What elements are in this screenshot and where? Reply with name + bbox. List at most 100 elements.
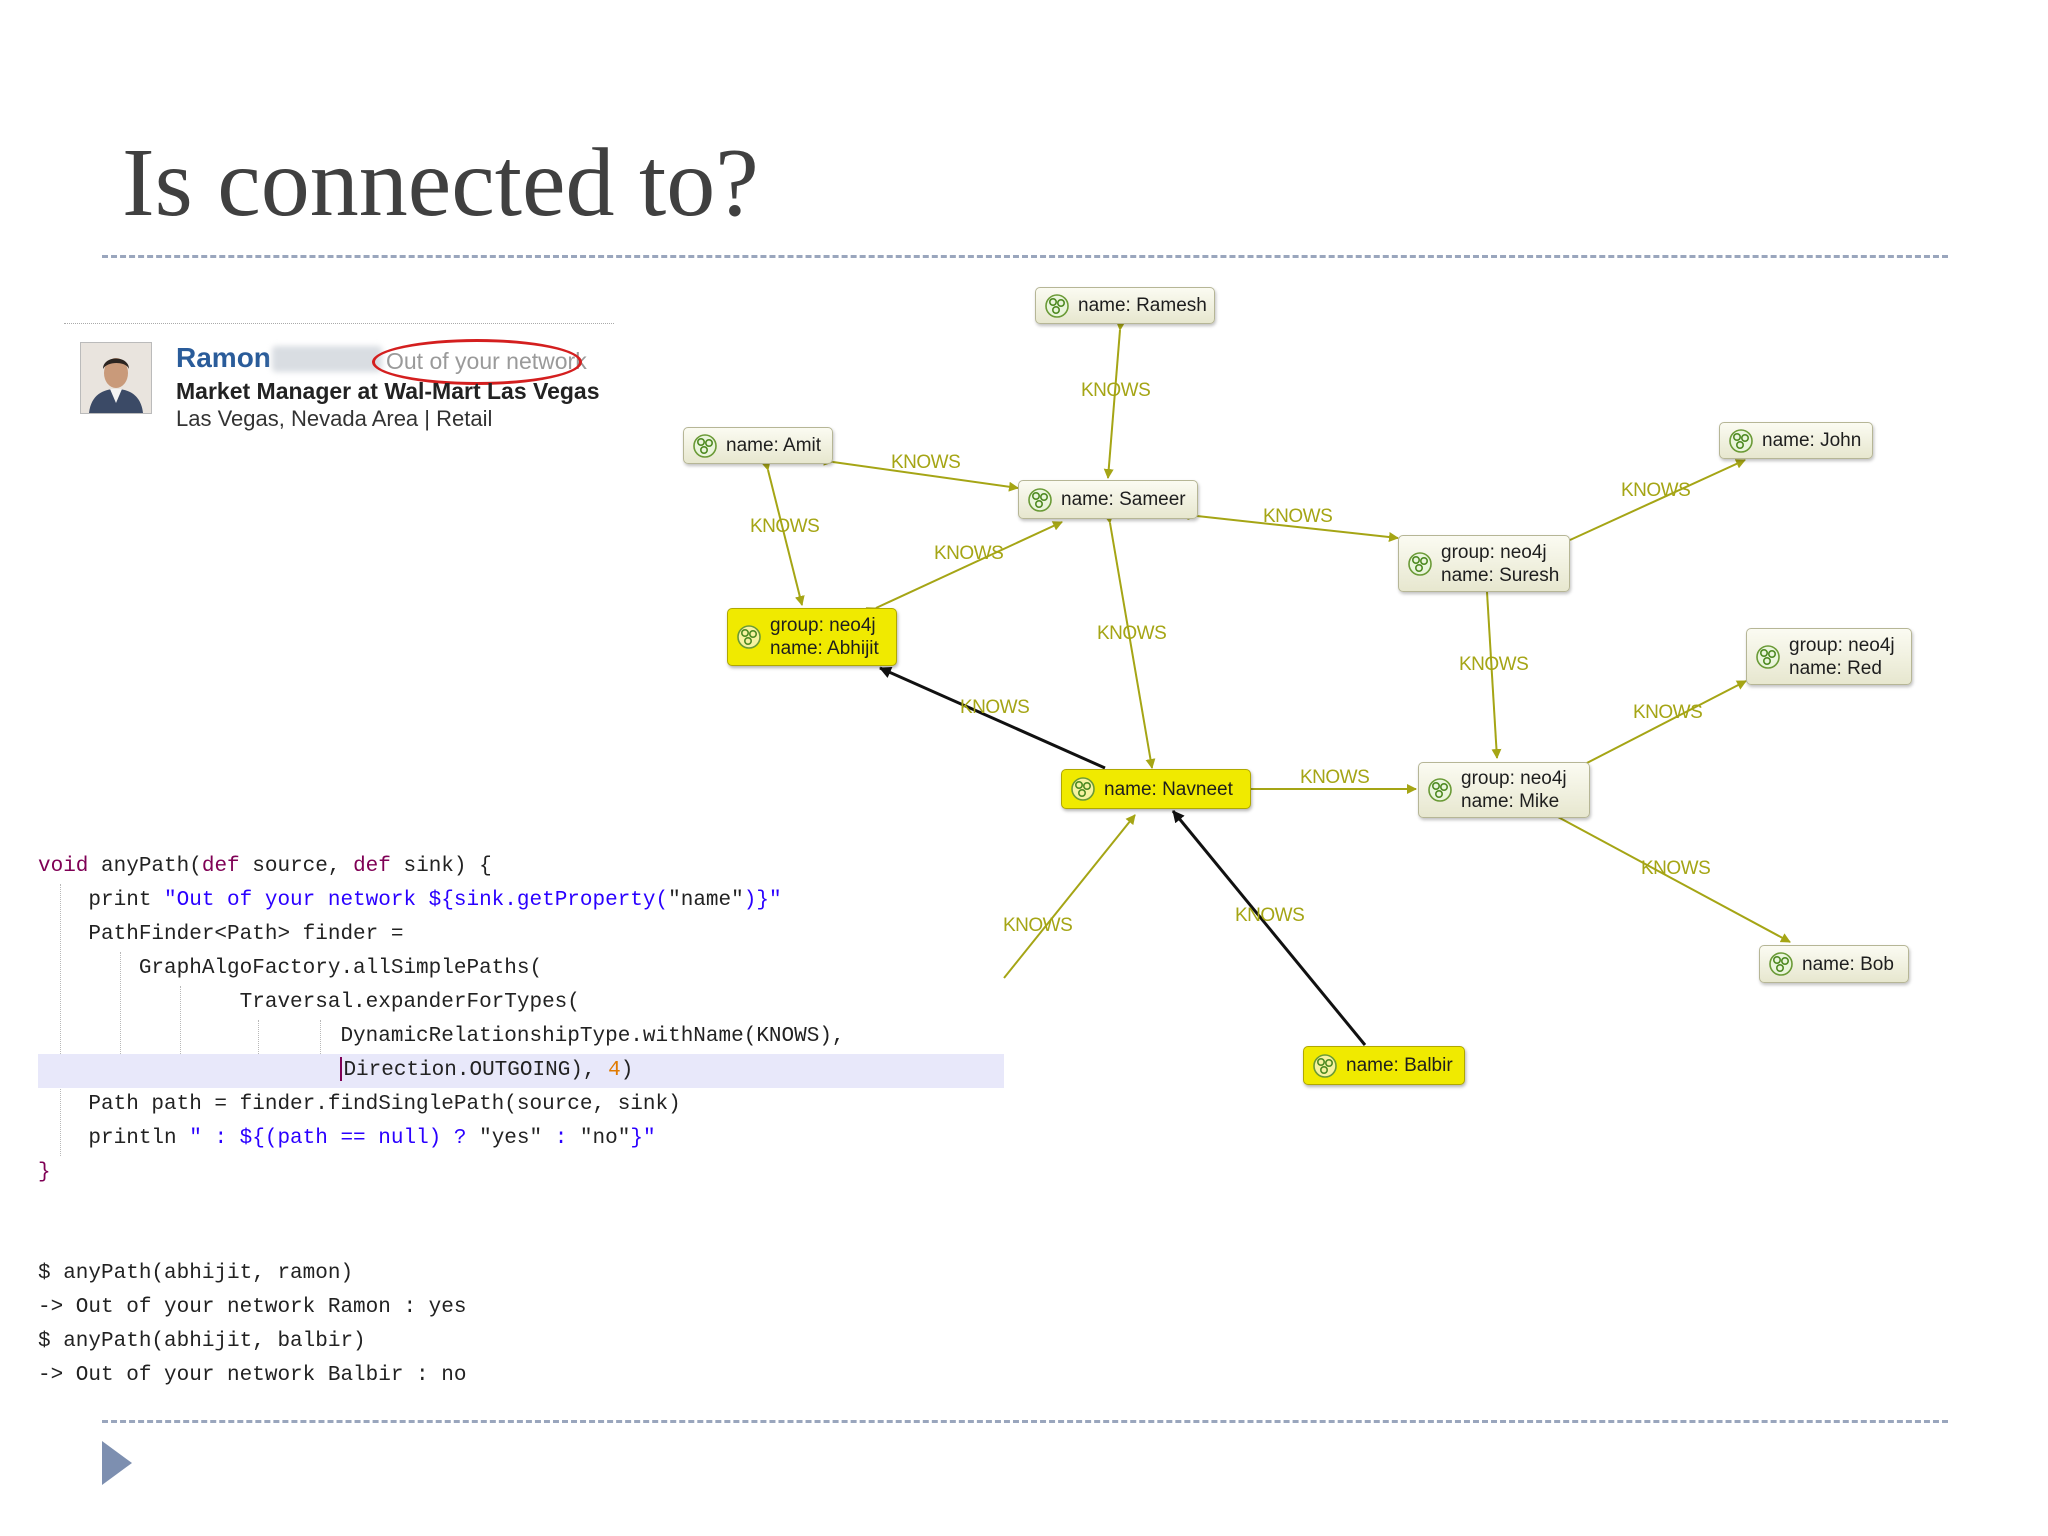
code-string: "Out of your network ${sink.getProperty( (164, 889, 669, 912)
node-label: group: neo4j (770, 615, 876, 636)
profile-location: Las Vegas, Nevada Area | Retail (176, 406, 493, 431)
code-number: 4 (608, 1059, 621, 1082)
output-line: -> Out of your network Ramon : yes (38, 1296, 467, 1319)
code-line: DynamicRelationshipType.withName(KNOWS), (38, 1025, 845, 1048)
code-line-current[interactable]: Direction.OUTGOING), 4) (38, 1054, 1004, 1088)
output-line: -> Out of your network Balbir : no (38, 1364, 467, 1387)
node-graph-icon (1729, 428, 1753, 453)
edge-mike-bob (1547, 808, 1791, 943)
edge-amit-sameer (823, 455, 1019, 492)
node-navneet[interactable]: name: Navneet (1061, 769, 1251, 809)
code-line: } (38, 1156, 1004, 1190)
node-label: name: Amit (726, 435, 822, 456)
console-output: $ anyPath(abhijit, ramon) -> Out of your… (38, 1257, 466, 1393)
highlight-ellipse (372, 339, 582, 385)
node-label: group: neo4j (1461, 768, 1567, 789)
edge-label: KNOWS (1300, 767, 1370, 788)
edge-amit-abhijit (760, 460, 805, 606)
edge-mike-red (1572, 680, 1747, 774)
node-label: name: John (1762, 430, 1862, 451)
node-amit[interactable]: name: Amit (683, 427, 833, 464)
node-graph-icon (1408, 551, 1432, 576)
code-line: PathFinder<Path> finder = (38, 923, 404, 946)
node-graph-icon (1313, 1053, 1337, 1078)
edge-label: KNOWS (1633, 702, 1703, 723)
node-john[interactable]: name: John (1719, 422, 1873, 459)
edge-suresh-john (1559, 459, 1746, 549)
edge-label: KNOWS (1081, 380, 1151, 401)
indent-guide (60, 884, 61, 1156)
node-balbir[interactable]: name: Balbir (1303, 1046, 1465, 1085)
edge-label: KNOWS (960, 697, 1030, 718)
node-graph-icon (1071, 777, 1095, 801)
indent-guide (180, 986, 181, 1088)
profile-card: Ramon Out of your network Market Manager… (64, 323, 614, 439)
node-label: group: neo4j (1441, 541, 1547, 563)
edge-sameer-suresh (1187, 510, 1399, 542)
slide-title: Is connected to? (122, 129, 759, 237)
profile-role: Market Manager at Wal-Mart Las Vegas (176, 378, 600, 404)
node-graph-icon (1028, 487, 1052, 512)
path-edge-navneet-abhijit (879, 666, 1106, 770)
node-label: name: Navneet (1104, 778, 1233, 800)
node-graph-icon (1756, 644, 1780, 669)
node-ramesh[interactable]: name: Ramesh (1035, 287, 1215, 324)
code-keyword: def (201, 855, 240, 878)
title-divider (102, 255, 1948, 258)
edge-label: KNOWS (1641, 858, 1711, 879)
node-label: name: Balbir (1346, 1055, 1453, 1076)
code-keyword: def (353, 855, 391, 878)
node-label: name: Bob (1802, 953, 1894, 975)
edge-label: KNOWS (891, 452, 961, 473)
edge-sameer-navneet (1103, 513, 1156, 769)
node-sameer[interactable]: name: Sameer (1018, 480, 1198, 519)
blurred-surname (272, 346, 382, 372)
edge-label: KNOWS (934, 543, 1004, 564)
code-line: void anyPath(def source, def sink) { (38, 855, 492, 878)
profile-avatar (80, 342, 152, 414)
code-keyword: void (38, 855, 89, 878)
code-brace: } (38, 1161, 51, 1184)
node-label: name: Sameer (1061, 489, 1186, 510)
edge-label: KNOWS (1003, 915, 1073, 936)
node-label: name: Red (1789, 657, 1882, 679)
code-line: Path path = finder.findSinglePath(source… (38, 1093, 681, 1116)
code-line: println " : ${(path == null) ? "yes" : "… (38, 1127, 656, 1150)
node-graph-icon (1769, 952, 1793, 976)
edge-label: KNOWS (1235, 905, 1305, 926)
code-line: print "Out of your network ${sink.getPro… (38, 889, 782, 912)
footer-divider (102, 1420, 1948, 1423)
text-caret (340, 1057, 343, 1082)
node-graph-icon (693, 433, 717, 458)
indent-guide (120, 952, 121, 1088)
edge-label: KNOWS (1459, 654, 1529, 675)
edge-suresh-mike (1481, 582, 1502, 759)
node-bob[interactable]: name: Bob (1759, 945, 1909, 983)
edge-label: KNOWS (1097, 623, 1167, 644)
node-graph-icon (1045, 293, 1069, 318)
edge-label: KNOWS (1621, 480, 1691, 501)
edge-label: KNOWS (750, 516, 820, 537)
profile-name[interactable]: Ramon (176, 342, 271, 373)
path-edge-balbir-navneet (1171, 810, 1367, 1046)
node-label: name: Suresh (1441, 564, 1560, 586)
edge-label: KNOWS (1263, 506, 1333, 527)
code-line: GraphAlgoFactory.allSimplePaths( (38, 957, 543, 980)
node-label: name: Mike (1461, 791, 1560, 812)
node-label: name: Abhijit (770, 638, 879, 659)
edge-ramesh-sameer (1103, 320, 1126, 479)
output-line: $ anyPath(abhijit, balbir) (38, 1330, 366, 1353)
play-triangle-icon (102, 1441, 132, 1485)
code-line: Traversal.expanderForTypes( (38, 991, 580, 1014)
edge-navneet-offscreen (1003, 814, 1136, 979)
code-listing: void anyPath(def source, def sink) { pri… (38, 850, 1004, 1190)
node-label: name: Ramesh (1078, 295, 1207, 316)
output-line: $ anyPath(abhijit, ramon) (38, 1262, 354, 1285)
node-graph-icon (737, 625, 761, 649)
node-label: group: neo4j (1789, 634, 1895, 656)
